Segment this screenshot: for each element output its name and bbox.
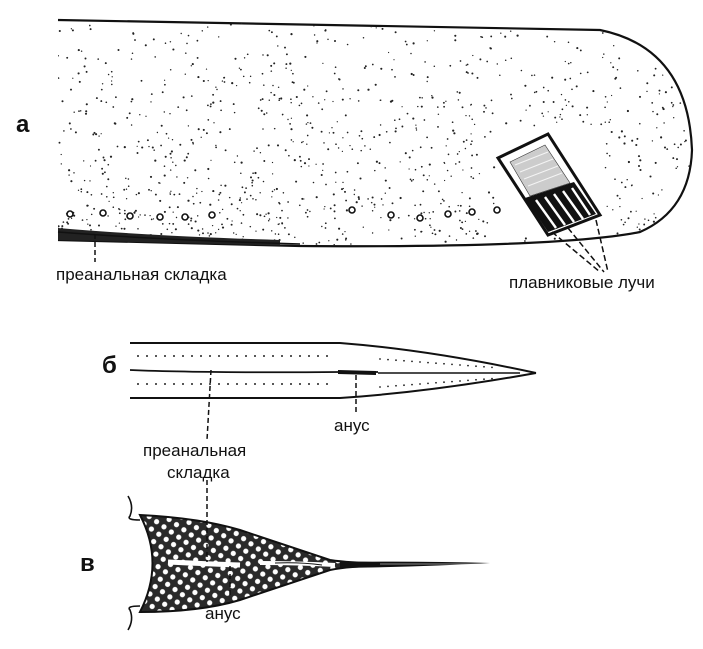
label-anus-b: анус — [334, 416, 370, 435]
fin-rays-inset — [495, 132, 603, 237]
panel-letter-a: а — [16, 111, 30, 138]
lateral-pores-a — [66, 206, 501, 222]
leader-preanal-fold-b — [206, 369, 212, 441]
panel-letter-c: в — [80, 550, 95, 577]
stipple-dots-b — [137, 355, 493, 388]
label-anus-c: анус — [205, 604, 241, 623]
label-fin-rays: плавниковые лучи — [509, 273, 655, 292]
leader-fin-rays-2 — [567, 227, 605, 273]
label-preanal-fold-a: преанальная складка — [56, 265, 227, 284]
leader-fin-rays-1 — [551, 231, 601, 273]
larva-body-b — [129, 342, 537, 399]
panel-b: б анус преанальная складка — [102, 342, 537, 482]
panel-a: а — [16, 18, 694, 292]
panel-c: в анус — [80, 480, 490, 631]
larva-body-c — [127, 495, 490, 631]
larva-body-a — [57, 18, 694, 248]
label-preanal-fold-b-line1: преанальная — [143, 441, 246, 460]
panel-letter-b: б — [102, 352, 117, 379]
label-preanal-fold-b-line2: складка — [167, 463, 230, 482]
